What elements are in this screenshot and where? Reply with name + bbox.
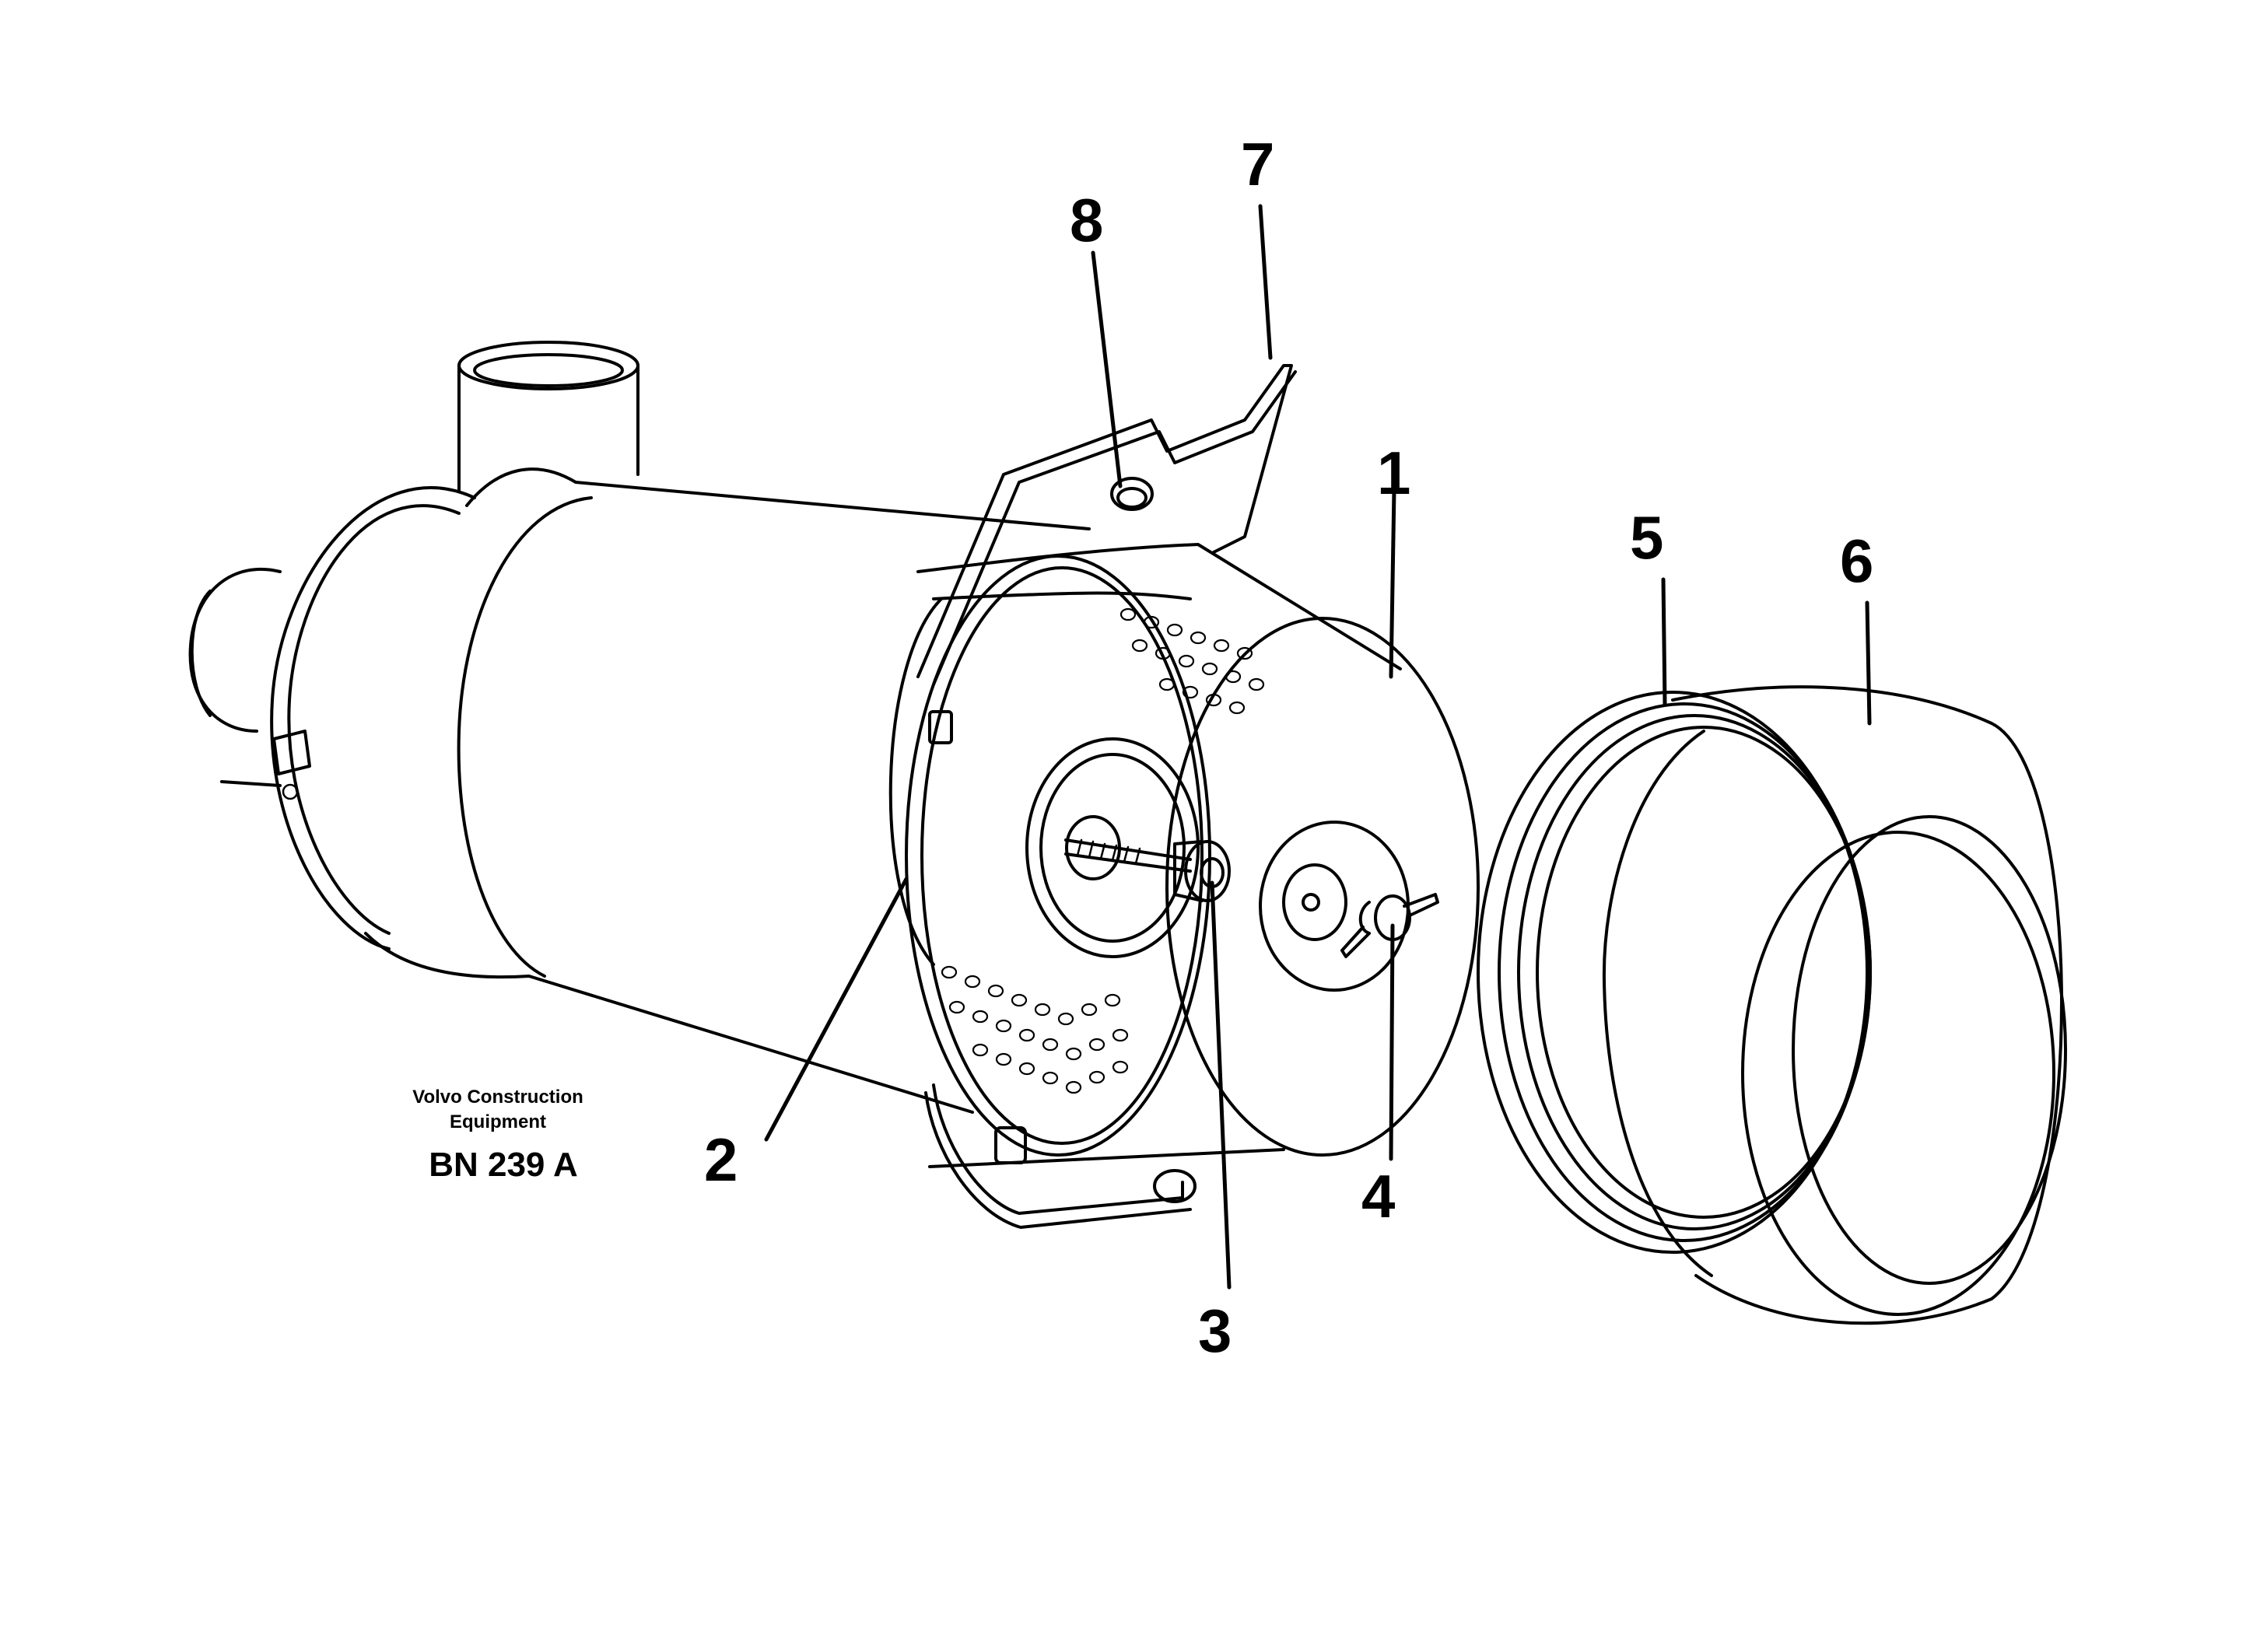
callout-4: 4 xyxy=(1361,1162,1395,1230)
wing-nut xyxy=(1340,893,1439,958)
clamp-wire xyxy=(916,364,1297,1229)
safety-filter-element xyxy=(888,591,1200,966)
callout-7: 7 xyxy=(1241,130,1274,198)
caption-line-1: Volvo Construction xyxy=(412,1087,583,1108)
callout-3: 3 xyxy=(1198,1297,1232,1365)
callout-5: 5 xyxy=(1630,503,1663,572)
caption-line-2: Equipment xyxy=(450,1111,546,1132)
caption: Volvo Construction Equipment BN 239 A xyxy=(412,1087,583,1184)
leader-lines xyxy=(764,204,1872,1290)
housing-open-end-ring xyxy=(905,555,1211,1157)
callout-8: 8 xyxy=(1070,186,1103,254)
callout-labels: 1 2 3 4 5 6 7 8 xyxy=(704,130,1873,1365)
callout-2: 2 xyxy=(704,1125,738,1194)
clamp-knob xyxy=(1110,477,1197,1203)
caption-code: BN 239 A xyxy=(429,1146,578,1184)
callout-6: 6 xyxy=(1840,527,1873,595)
callout-1: 1 xyxy=(1377,439,1410,507)
end-cover xyxy=(1602,685,2067,1325)
gasket-ring xyxy=(1477,691,1872,1254)
air-filter-housing xyxy=(188,341,1091,1114)
